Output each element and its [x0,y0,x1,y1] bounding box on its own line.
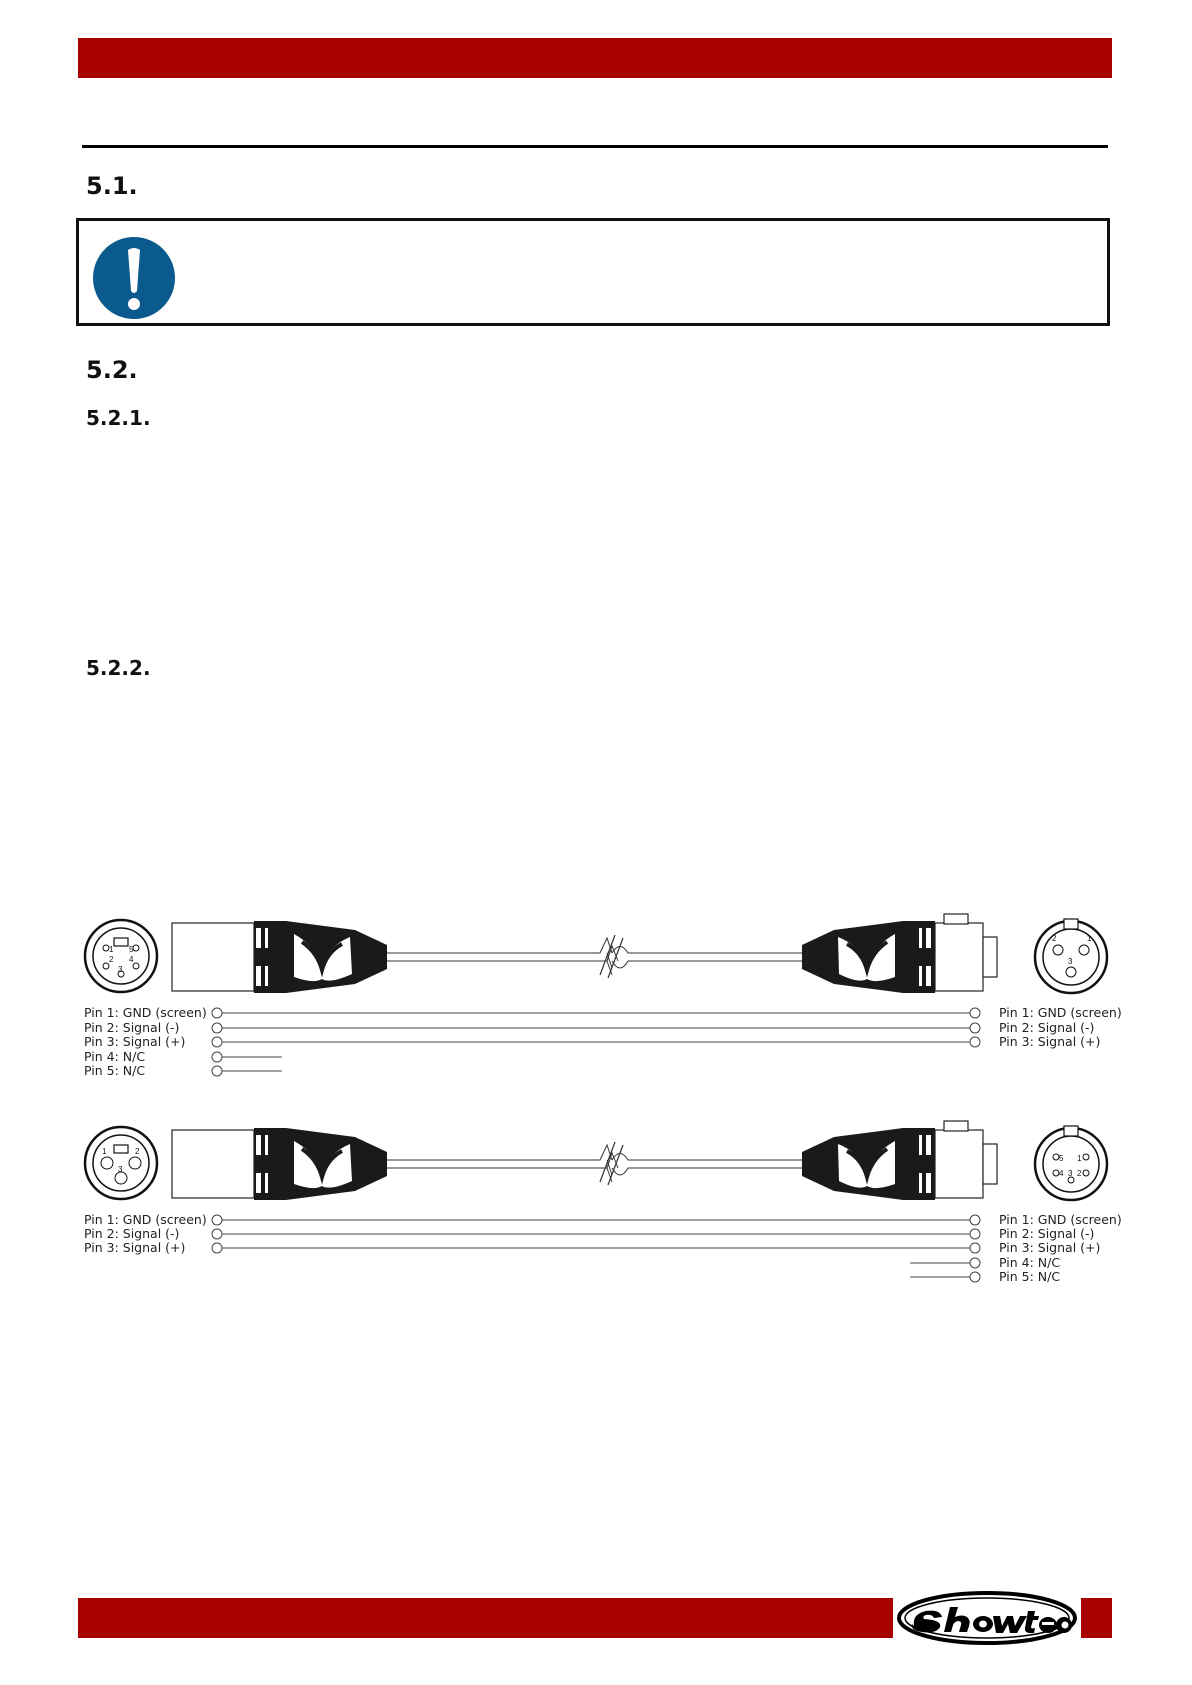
cable-2-right-pin-label: Pin 1: GND (screen) [999,1212,1122,1227]
cable-2-right-pin-label: Pin 4: N/C [999,1255,1060,1270]
pin-number: 1 [1077,1154,1082,1163]
cable-2-left-pin-label: Pin 1: GND (screen) [84,1212,207,1227]
pin-number: 2 [1077,1169,1082,1178]
cable-2-left-connector-face: 1 2 3 [83,1125,159,1201]
footer-band-page-number-area [1081,1598,1112,1638]
cable-1-wire-left [387,936,619,976]
pin-number: 2 [1052,934,1057,943]
cable-2-right-pin-label: Pin 3: Signal (+) [999,1240,1100,1255]
footer-band [78,1598,893,1638]
cable-1-left-pin-label: Pin 2: Signal (-) [84,1020,179,1035]
cable-1: 1 2 3 4 5 2 1 3 Pin 1: GND (screen) Pin … [83,912,1122,1078]
cable-2-right-connector-face: 5 1 4 3 2 [1033,1125,1109,1202]
cable-2-female-plug [800,1119,999,1202]
cable-2-right-pin-label: Pin 5: N/C [999,1269,1060,1284]
cable-1-left-connector-face: 1 2 3 4 5 [83,918,159,994]
pin-number: 3 [118,1165,123,1174]
section-heading-5-2-1: 5.2.1. [86,406,151,430]
cable-2-right-pin-label: Pin 2: Signal (-) [999,1226,1094,1241]
pin-number: 3 [1068,1169,1073,1178]
exclamation-icon [93,237,175,319]
showtec-logo [897,1591,1077,1645]
pin-number: 5 [129,945,134,954]
pin-number: 1 [109,945,114,954]
cable-2-left-pin-label: Pin 3: Signal (+) [84,1240,185,1255]
cable-1-right-pin-label: Pin 2: Signal (-) [999,1020,1094,1035]
cable-1-left-pin-label: Pin 1: GND (screen) [84,1005,207,1020]
pin-number: 2 [109,955,114,964]
cable-1-right-pin-label: Pin 1: GND (screen) [999,1005,1122,1020]
section-heading-5-2-2: 5.2.2. [86,656,151,680]
pin-number: 3 [1068,957,1073,966]
dmx-cable-wiring-diagram: 1 2 3 4 5 2 1 3 Pin 1: GND (screen) Pin … [83,912,1122,1284]
pin-number: 4 [1059,1169,1064,1178]
cable-1-right-pin-label: Pin 3: Signal (+) [999,1034,1100,1049]
cable-1-left-pin-label: Pin 4: N/C [84,1049,145,1064]
header-band [78,38,1112,78]
cable-1-left-pin-label: Pin 3: Signal (+) [84,1034,185,1049]
cable-2-male-plug [170,1126,389,1202]
cable-1-male-plug [170,919,389,995]
cable-2: 1 2 3 5 1 4 3 2 Pin 1: GND (screen) Pin [83,1119,1122,1284]
cable-2-wire-right [611,1153,802,1176]
pin-number: 5 [1059,1154,1064,1163]
cable-2-wire-left [387,1143,619,1183]
cable-1-right-connector-face: 2 1 3 [1033,918,1109,995]
cable-1-left-pin-label: Pin 5: N/C [84,1063,145,1078]
cable-1-pin-lines [211,1007,981,1077]
pin-number: 3 [118,965,123,974]
section-heading-5-1: 5.1. [86,172,138,200]
pin-number: 1 [1087,934,1092,943]
cable-1-wire-right [611,946,802,969]
pin-number: 2 [135,1147,140,1156]
header-rule [82,145,1108,148]
pin-number: 1 [102,1147,107,1156]
pin-number: 4 [129,955,134,964]
cable-2-pin-lines [211,1214,981,1283]
cable-1-female-plug [800,912,999,995]
cable-2-left-pin-label: Pin 2: Signal (-) [84,1226,179,1241]
section-heading-5-2: 5.2. [86,356,138,384]
notice-box [76,218,1110,326]
